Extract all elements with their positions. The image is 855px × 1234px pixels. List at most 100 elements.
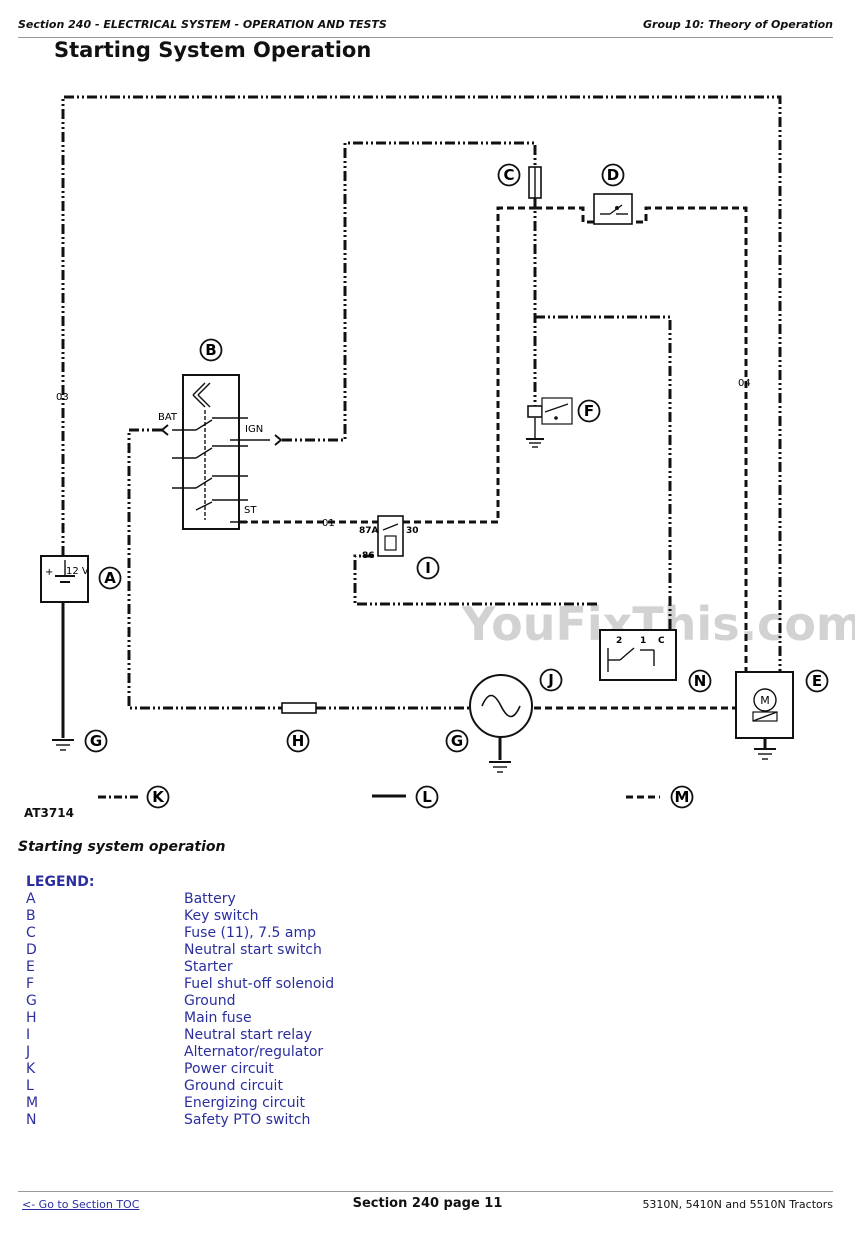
ground-symbol-solenoid (526, 438, 544, 448)
ground-symbol-alternator (489, 761, 511, 773)
terminal-ign-label: IGN (245, 424, 263, 435)
ground-symbol-starter (754, 748, 776, 760)
figure-caption: Starting system operation (18, 839, 226, 855)
pto-pin-c: C (658, 636, 665, 646)
starter-motor-label: M (760, 694, 770, 707)
svg-text:A: A (104, 569, 116, 587)
legend-text: Key switch (184, 908, 259, 924)
wire-03-power (61, 95, 782, 672)
legend-row: F Fuel shut-off solenoid (26, 976, 334, 993)
legend-row: B Key switch (26, 908, 334, 925)
legend-row: I Neutral start relay (26, 1027, 334, 1044)
safety-pto-switch-symbol: 2 1 C (599, 629, 677, 681)
neutral-start-relay-symbol: 87A 30 86 (359, 515, 419, 561)
legend-text: Fuel shut-off solenoid (184, 976, 335, 992)
svg-text:C: C (503, 166, 514, 184)
legend-letter: A (26, 891, 36, 907)
legend-letter: N (26, 1112, 37, 1128)
legend-text: Energizing circuit (184, 1095, 306, 1111)
legend-text: Safety PTO switch (184, 1112, 311, 1128)
legend-letter: M (26, 1095, 39, 1111)
wire-label-04: 04 (738, 378, 751, 389)
legend-text: Ground (184, 993, 236, 1009)
footer-rule (18, 1191, 833, 1192)
wiring-diagram: .wk { fill:none; stroke:#111; stroke-wid… (40, 95, 855, 809)
callout-g-battery: G (84, 729, 108, 753)
legend-letter: F (26, 976, 35, 992)
legend-letter: J (26, 1044, 31, 1060)
wire-label-01: 01 (322, 518, 335, 529)
legend-text: Main fuse (184, 1010, 252, 1026)
legend-row: G Ground (26, 993, 334, 1010)
terminal-bat-label: BAT (158, 412, 178, 423)
legend-text: Battery (184, 891, 236, 907)
wire-label-03: 03 (56, 392, 69, 403)
svg-text:J: J (547, 671, 554, 689)
legend-text: Ground circuit (184, 1078, 283, 1094)
svg-text:H: H (292, 732, 305, 750)
callout-h: H (286, 729, 310, 753)
legend-letter: H (26, 1010, 37, 1026)
svg-text:D: D (607, 166, 619, 184)
alternator-symbol (469, 674, 533, 738)
header-group: Group 10: Theory of Operation (643, 18, 833, 31)
legend-row: E Starter (26, 959, 334, 976)
wire-relay-30 (403, 206, 535, 524)
legend-letter: I (26, 1027, 31, 1043)
main-fuse-symbol (281, 702, 317, 714)
legend-letter: C (26, 925, 36, 941)
svg-text:M: M (675, 788, 690, 806)
wire-fuse-to-neutral-switch (535, 206, 598, 224)
legend-row: H Main fuse (26, 1010, 334, 1027)
legend-row: N Safety PTO switch (26, 1112, 334, 1129)
starter-symbol: M (735, 671, 794, 739)
legend-text: Starter (184, 959, 233, 975)
terminal-st-label: ST (244, 505, 257, 516)
relay-pin-87a: 87A (359, 526, 379, 536)
relay-pin-86: 86 (362, 551, 375, 561)
wire-04-energizing (625, 206, 748, 672)
legend-letter: B (26, 908, 36, 924)
battery-symbol: + 12 V (40, 555, 89, 603)
key-switch-symbol: BAT IGN ST (158, 374, 283, 530)
legend-text: Neutral start switch (184, 942, 322, 958)
legend-letter: G (26, 993, 37, 1009)
legend-letter: L (26, 1078, 34, 1094)
battery-plus-label: + (45, 567, 53, 578)
legend-text: Neutral start relay (184, 1027, 312, 1043)
legend-letter: K (26, 1061, 36, 1077)
section-toc-link[interactable]: <- Go to Section TOC (22, 1198, 140, 1211)
wire-relay-86 (353, 554, 600, 606)
legend-text: Fuse (11), 7.5 amp (184, 925, 316, 941)
legend-row: K Power circuit (26, 1061, 334, 1078)
page-title: Starting System Operation (54, 38, 372, 62)
ground-symbol-battery (52, 739, 74, 751)
legend-row: A Battery (26, 891, 334, 908)
svg-text:E: E (812, 672, 822, 690)
svg-text:F: F (584, 402, 594, 420)
callout-d: D (601, 163, 625, 187)
legend-text: Power circuit (184, 1061, 274, 1077)
header-rule (18, 37, 833, 38)
header-section: Section 240 - ELECTRICAL SYSTEM - OPERAT… (18, 18, 387, 31)
svg-text:I: I (425, 559, 431, 577)
relay-pin-30: 30 (406, 526, 419, 536)
callout-n: N (688, 669, 712, 693)
svg-text:K: K (152, 788, 165, 806)
callout-e: E (805, 669, 829, 693)
callout-k: K (146, 785, 170, 809)
legend-row: L Ground circuit (26, 1078, 334, 1095)
svg-text:B: B (205, 341, 216, 359)
figure-id: AT3714 (24, 806, 74, 820)
callout-b: B (199, 338, 223, 362)
callout-j: J (539, 668, 563, 692)
pto-pin-1: 1 (640, 636, 646, 646)
legend-letter: E (26, 959, 35, 975)
callout-l: L (415, 785, 439, 809)
callout-g-alternator: G (445, 729, 469, 753)
wire-solenoid-branch (535, 315, 672, 635)
legend-letter: D (26, 942, 37, 958)
callout-c: C (497, 163, 521, 187)
